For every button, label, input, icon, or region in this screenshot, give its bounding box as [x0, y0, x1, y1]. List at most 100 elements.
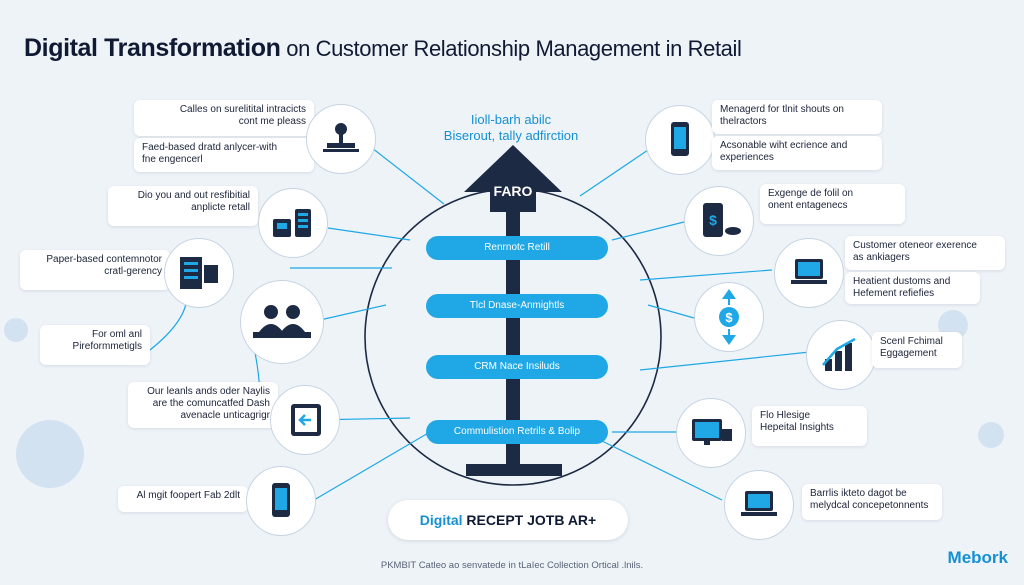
- people-icon: [253, 305, 311, 338]
- icon-circle: [164, 238, 234, 308]
- connector-line: [371, 147, 445, 205]
- smartphone-icon: [671, 122, 689, 156]
- pill-crm-insights: CRM Nace Insiluds: [426, 355, 608, 379]
- box-text: cont me pleass: [238, 116, 306, 127]
- icon-circle: [306, 104, 376, 174]
- box-text: are the comuncatfed Dash: [152, 398, 270, 409]
- box-text: Hepeital Insights: [760, 422, 834, 433]
- box-text: Calles on surelitital intracicts: [179, 104, 306, 115]
- box-text: anplicte retall: [191, 202, 250, 213]
- connector-line: [319, 304, 387, 321]
- box-text: Heatient dustoms and: [853, 276, 951, 287]
- right-text-box: Flo Hlesige Hepeital Insights: [752, 406, 867, 446]
- box-text: experiences: [720, 152, 774, 163]
- box-text: Menagerd for tlnit shouts on: [720, 104, 844, 115]
- box-text: as ankiagers: [853, 252, 910, 263]
- connector-line: [611, 221, 685, 241]
- icon-circle: $: [684, 186, 754, 256]
- laptop-icon: [741, 491, 777, 516]
- left-text-box: For oml anl Pireformmetigls: [40, 325, 150, 365]
- svg-text:$: $: [725, 310, 733, 325]
- cash-register-icon: [273, 209, 311, 237]
- right-text-box: Menagerd for tlnit shouts on thelractors: [712, 100, 882, 134]
- page-title: Digital Transformation on Customer Relat…: [24, 34, 742, 63]
- box-text: Customer oteneor exerence: [853, 240, 977, 251]
- bottom-banner: Digital RECEPT JOTB AR+: [388, 500, 628, 540]
- decorative-circle: [4, 318, 28, 342]
- box-text: melydcal concepetonnents: [810, 500, 929, 511]
- right-text-box: Exgenge de folil on onent entagenecs: [760, 184, 905, 224]
- brand-logo: Mebork: [947, 548, 1008, 567]
- right-text-box: Barrlis ikteto dagot be melydcal concepe…: [802, 484, 942, 520]
- title-sub: on Customer Relationship Management in R…: [280, 36, 742, 61]
- icon-circle: [774, 238, 844, 308]
- tablet-icon: [291, 404, 321, 436]
- box-text: cratl-gerency: [104, 266, 162, 277]
- arrow-base: [466, 464, 562, 476]
- arrow-shaft: [506, 196, 520, 466]
- box-text: Exgenge de folil on: [768, 188, 854, 199]
- title-main: Digital Transformation: [24, 34, 281, 62]
- connector-line: [639, 351, 811, 371]
- box-text: Al mgit foopert Fab 2dlt: [136, 490, 240, 501]
- connector-line: [327, 227, 411, 241]
- box-text: Barrlis ikteto dagot be: [810, 488, 907, 499]
- icon-circle: $: [694, 282, 764, 352]
- box-text: fne engencerl: [142, 154, 203, 165]
- caption-line: Biserout, tally adfirction: [443, 128, 579, 143]
- box-text: Scenl Fchimal: [880, 336, 943, 347]
- footer-caption: PKMBIT Catleo ao senvatede in tLaIec Col…: [380, 560, 644, 571]
- box-text: avenacle unticagrigr: [180, 410, 271, 421]
- box-text: Flo Hlesige: [760, 410, 811, 421]
- connector-line: [647, 304, 695, 319]
- box-text: Hefement refiefies: [853, 288, 935, 299]
- monitor-icon: [692, 419, 732, 445]
- pill-data-insights: Tlcl Dnase-Anmightls: [426, 294, 608, 318]
- icon-circle: [246, 466, 316, 536]
- left-text-box: Calles on surelitital intracicts cont me…: [134, 100, 314, 136]
- icon-circle: [806, 320, 876, 390]
- box-text: Faed-based dratd anlycer-with: [142, 142, 278, 153]
- decorative-circle: [978, 422, 1004, 448]
- icon-circle: [724, 470, 794, 540]
- box-text: Dio you and out resfibitial: [137, 190, 250, 201]
- box-text: Pireformmetigls: [72, 341, 142, 352]
- left-text-box: Paper-based contemnotor cratl-gerency: [20, 250, 170, 290]
- arrow-head: [464, 145, 562, 212]
- banner-text: RECEPT JOTB AR+: [462, 512, 597, 528]
- center-caption: Iioll-barh abilc Biserout, tally adfirct…: [416, 112, 606, 144]
- connector-line: [599, 439, 723, 501]
- left-text-box: Dio you and out resfibitial anplicte ret…: [108, 186, 258, 226]
- caption-line: Iioll-barh abilc: [470, 112, 552, 127]
- dollar-exchange-icon: $: [719, 289, 739, 345]
- decorative-circle: [16, 420, 84, 488]
- right-text-box: Scenl Fchimal Eggagement: [872, 332, 962, 368]
- left-text-box: Faed-based dratd anlycer-with fne engenc…: [134, 138, 314, 172]
- icon-circle: [645, 105, 715, 175]
- house-label: FARO: [494, 183, 533, 199]
- right-text-box: Heatient dustoms and Hefement refiefies: [845, 272, 980, 304]
- right-text-box: Acsonable wiht ecrience and experiences: [712, 136, 882, 170]
- connector-line: [579, 149, 649, 197]
- box-text: Acsonable wiht ecrience and: [720, 140, 848, 151]
- connector-line: [639, 269, 773, 281]
- icon-circle: [258, 188, 328, 258]
- connector-line: [313, 431, 431, 501]
- pill-remote-retail: Renrnotc Retill: [426, 236, 608, 260]
- icon-circle: [270, 385, 340, 455]
- scale-icon: [323, 123, 359, 152]
- growth-chart-icon: [822, 337, 856, 371]
- pill-communication: Commulistion Retrils & Bolip: [426, 420, 608, 444]
- box-text: Paper-based contemnotor: [46, 254, 162, 265]
- right-text-box: Customer oteneor exerence as ankiagers: [845, 236, 1005, 270]
- box-text: thelractors: [720, 116, 767, 127]
- left-text-box: Our leanls ands oder Naylis are the comu…: [128, 382, 278, 428]
- box-text: Eggagement: [880, 348, 937, 359]
- box-text: Our leanls ands oder Naylis: [147, 386, 270, 397]
- icon-circle: [676, 398, 746, 468]
- smartphone-icon: [272, 483, 290, 517]
- banner-highlight: Digital: [419, 512, 463, 528]
- box-text: For oml anl: [91, 329, 142, 340]
- documents-icon: [180, 257, 218, 289]
